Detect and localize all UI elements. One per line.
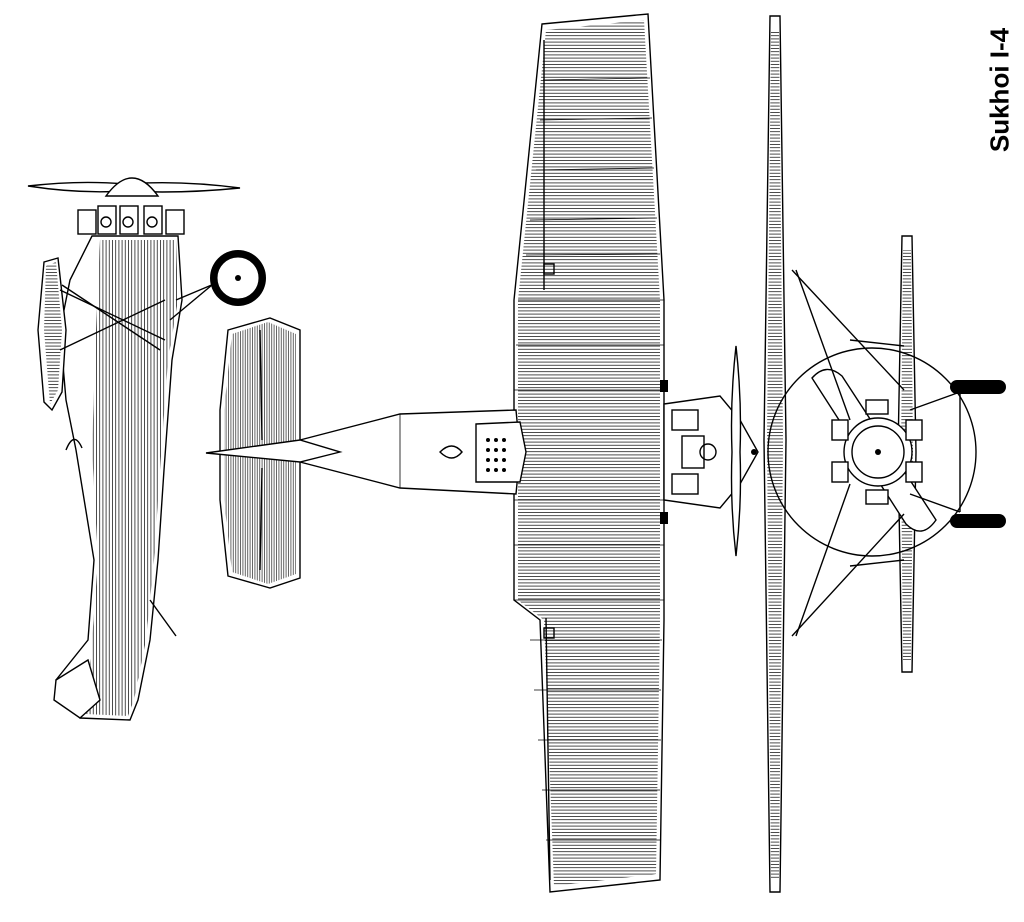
top-view <box>205 13 759 893</box>
drawing-title: Sukhoi I-4 <box>984 27 1015 153</box>
top-wing-ribs <box>514 77 664 841</box>
top-wing-skin <box>518 20 660 886</box>
front-wheel-bottom <box>950 514 1006 528</box>
front-struts <box>791 269 961 637</box>
front-engine-cylinders <box>831 399 923 505</box>
side-struts <box>59 279 219 351</box>
top-propeller <box>730 345 742 557</box>
side-engine <box>77 205 185 235</box>
side-fuselage-skin <box>86 240 178 716</box>
top-cockpit-dots <box>486 438 506 472</box>
front-wheel-top <box>950 380 1006 394</box>
front-view <box>763 15 1006 893</box>
side-view <box>27 177 266 721</box>
side-wheel <box>175 250 266 306</box>
top-engine <box>663 395 759 509</box>
top-rudder <box>205 439 343 463</box>
top-cockpit <box>475 421 527 483</box>
side-spinner <box>104 177 160 197</box>
side-tail-fin <box>53 658 101 719</box>
front-propeller-disc <box>767 347 977 557</box>
